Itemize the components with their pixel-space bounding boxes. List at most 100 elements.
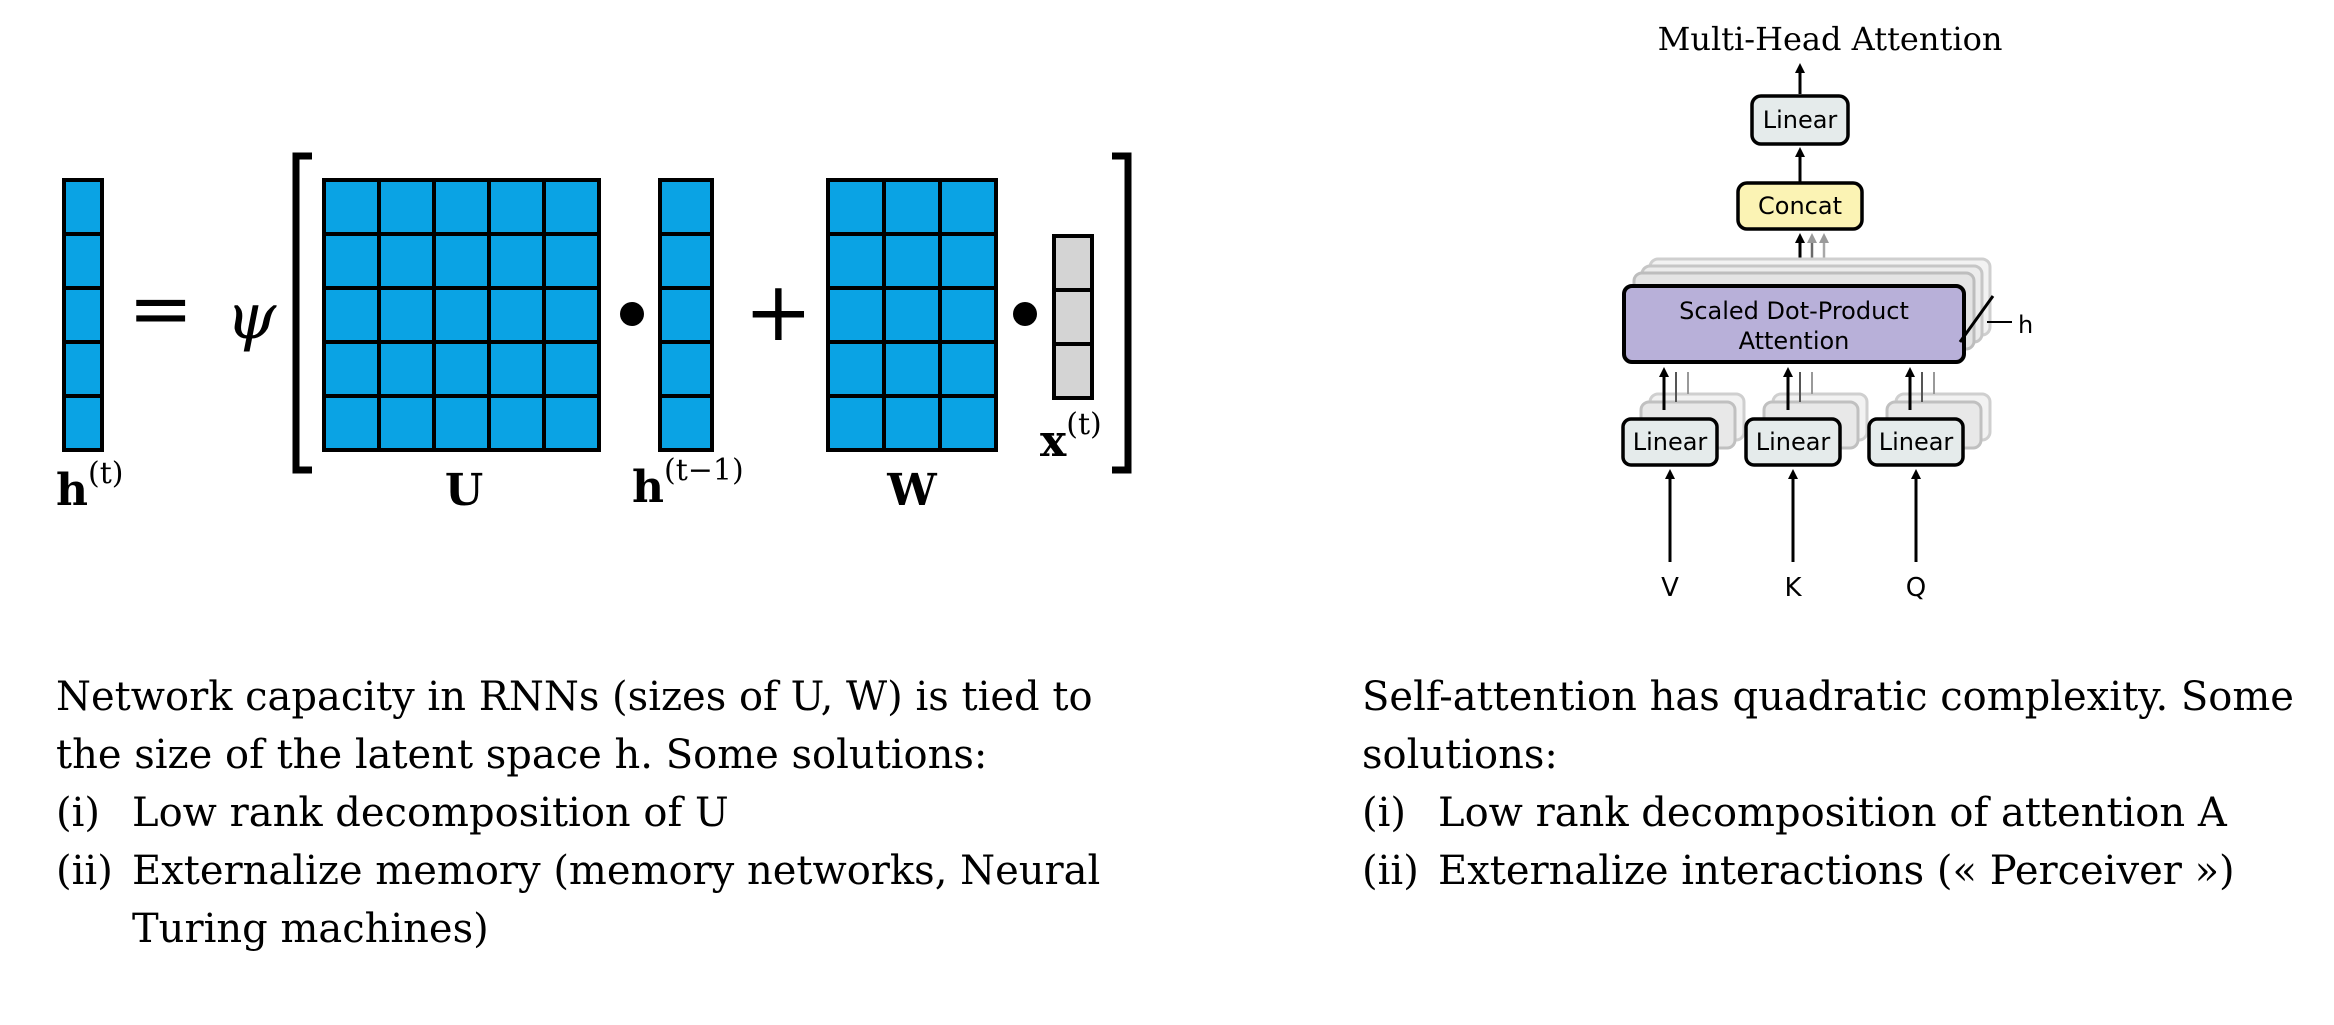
h-label: h (2018, 311, 2033, 339)
U-cell (542, 340, 601, 398)
W-cell (826, 178, 886, 236)
W-cell (882, 394, 942, 452)
h-t-cell (62, 394, 104, 452)
W-cell (826, 286, 886, 344)
dot-operator-1 (620, 302, 644, 326)
h-prev-cell (658, 394, 714, 452)
attention-caption-intro-2: solutions: (1362, 732, 1558, 778)
rnn-caption-intro-2: the size of the latent space h. Some sol… (56, 732, 988, 778)
W-cell (826, 394, 886, 452)
attention-solution-text-1: Low rank decomposition of attention A (1438, 790, 2227, 836)
U-cell (487, 232, 546, 290)
linear-q-box (1867, 417, 1965, 467)
attention-solution-text-2: Externalize interactions (« Perceiver ») (1438, 848, 2235, 894)
right-bracket (1112, 152, 1132, 474)
linear-q-label: Linear (1879, 428, 1954, 456)
U-cell (487, 340, 546, 398)
U-cell (487, 286, 546, 344)
h-prev-cell (658, 232, 714, 290)
U-cell (542, 178, 601, 236)
h-prev-vector (658, 178, 714, 452)
attention-caption: Self-attention has quadratic complexity.… (1362, 668, 2322, 900)
W-cell (882, 232, 942, 290)
U-cell (377, 232, 436, 290)
input-q-label: Q (1906, 573, 1926, 603)
h-mark-diagonal (1958, 295, 1995, 343)
U-cell (322, 232, 381, 290)
U-cell (322, 178, 381, 236)
U-label: U (445, 465, 483, 516)
equals-sign: = (128, 264, 193, 354)
h-prev-label: h(t−1) (632, 453, 744, 513)
rnn-caption: Network capacity in RNNs (sizes of U, W)… (56, 668, 1186, 958)
W-cell (882, 340, 942, 398)
attention-solution-num-1: (i) (1362, 790, 1407, 836)
U-cell (432, 178, 491, 236)
h-t-cell (62, 232, 104, 290)
W-cell (826, 340, 886, 398)
input-v-label: V (1661, 573, 1679, 603)
concat-label: Concat (1758, 192, 1842, 220)
sdpa-label-line1: Scaled Dot-Product (1679, 297, 1909, 325)
W-cell (882, 178, 942, 236)
U-cell (432, 340, 491, 398)
U-cell (487, 394, 546, 452)
W-cell (938, 178, 998, 236)
attention-solution-num-2: (ii) (1362, 848, 1419, 894)
linear-k-box (1744, 417, 1842, 467)
h-t-cell (62, 178, 104, 236)
U-cell (377, 286, 436, 344)
U-cell (377, 394, 436, 452)
dot-operator-2 (1013, 302, 1037, 326)
W-cell (938, 286, 998, 344)
W-label: W (886, 465, 937, 516)
rnn-solution-num-2: (ii) (56, 848, 113, 894)
U-cell (542, 232, 601, 290)
U-cell (432, 232, 491, 290)
W-cell (938, 394, 998, 452)
x-t-cell (1052, 342, 1094, 400)
W-cell (826, 232, 886, 290)
U-cell (322, 340, 381, 398)
W-cell (938, 232, 998, 290)
linear-v-group: Linear V (1621, 367, 1746, 603)
rnn-solution-item-1: (i) Low rank decomposition of U (56, 784, 1186, 842)
plus-sign: + (744, 265, 813, 360)
linear-top-label: Linear (1763, 106, 1838, 134)
attention-solution-item-2: (ii) Externalize interactions (« Perceiv… (1362, 842, 2322, 900)
attention-caption-intro-1: Self-attention has quadratic complexity.… (1362, 674, 2294, 720)
linear-q-group: Linear Q (1867, 367, 1992, 603)
x-t-vector (1052, 234, 1094, 400)
input-k-label: K (1784, 573, 1802, 603)
rnn-equation: h(t) = ψ U h(t−1) + W x(t) (56, 152, 1132, 516)
concat-box (1736, 181, 1864, 231)
rnn-caption-intro-1: Network capacity in RNNs (sizes of U, W)… (56, 674, 1093, 720)
h-t-cell (62, 286, 104, 344)
rnn-solution-text-2: Externalize memory (memory networks, Neu… (132, 848, 1101, 952)
W-cell (882, 286, 942, 344)
U-matrix (322, 178, 601, 452)
U-cell (432, 394, 491, 452)
U-cell (322, 394, 381, 452)
U-cell (542, 394, 601, 452)
U-cell (377, 340, 436, 398)
attention-solution-item-1: (i) Low rank decomposition of attention … (1362, 784, 2322, 842)
mha-title: Multi-Head Attention (1658, 20, 2003, 58)
h-t-cell (62, 340, 104, 398)
rnn-solution-num-1: (i) (56, 790, 101, 836)
W-matrix (826, 178, 998, 452)
multi-head-attention-diagram: Multi-Head Attention Linear Concat Scale… (1621, 20, 2033, 603)
linear-v-box (1621, 417, 1719, 467)
h-t-label: h(t) (56, 456, 123, 516)
sdpa-box (1622, 284, 1966, 364)
U-cell (542, 286, 601, 344)
left-bracket (292, 152, 312, 474)
U-cell (377, 178, 436, 236)
sdpa-label-line2: Attention (1739, 327, 1850, 355)
psi-symbol: ψ (226, 280, 277, 354)
h-prev-cell (658, 340, 714, 398)
U-cell (487, 178, 546, 236)
rnn-solution-text-1: Low rank decomposition of U (132, 790, 729, 836)
W-cell (938, 340, 998, 398)
